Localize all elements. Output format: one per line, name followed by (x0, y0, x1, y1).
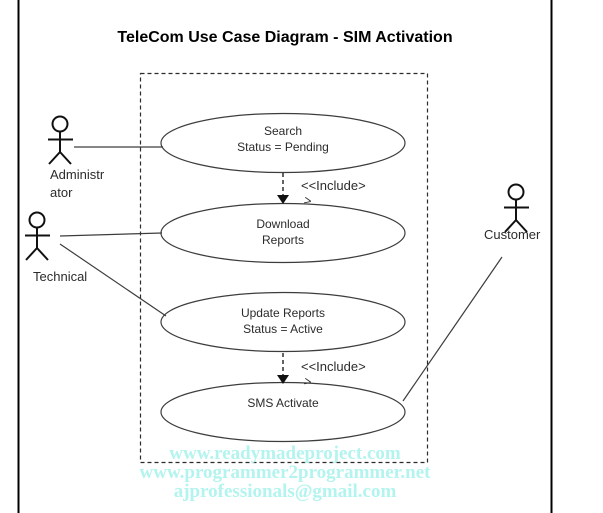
watermark-line: www.programmer2programmer.net (139, 462, 431, 483)
association-customer-sms (402, 256, 503, 402)
use-case-label-download: Download Reports (163, 216, 403, 248)
association-technical-download (59, 232, 163, 237)
actor-technical-leg-right (36, 247, 49, 261)
include-label-1: <<Include> (301, 178, 366, 193)
actor-label-line: ator (50, 185, 73, 200)
actor-label-customer: Customer (484, 226, 540, 244)
actor-administrator-leg-left (48, 151, 61, 165)
actor-label-administrator: Administr ator (50, 166, 104, 202)
actor-customer-leg-left (504, 219, 517, 233)
use-case-label-line: Search (263, 124, 303, 138)
actor-label-line: Customer (484, 227, 541, 242)
use-case-ellipse-sms (160, 381, 406, 443)
include-label-2: <<Include> (301, 359, 366, 374)
diagram-title: TeleCom Use Case Diagram - SIM Activatio… (117, 29, 453, 46)
include-arrow-update-sms (277, 353, 289, 384)
actor-customer-figure (504, 183, 529, 233)
actor-administrator-figure (48, 115, 73, 165)
use-case-ellipse-search (160, 112, 406, 174)
use-case-label-line: Status = Pending (237, 140, 329, 154)
actor-label-technical: Technical (33, 268, 87, 286)
association-technical-update (59, 243, 167, 317)
actor-customer-head (507, 183, 525, 201)
actor-label-line: Administr (50, 167, 105, 182)
use-case-label-line: Status = Active (243, 322, 323, 336)
actor-technical-head (28, 211, 46, 229)
actor-technical-leg-left (25, 247, 38, 261)
system-boundary-box (139, 72, 429, 464)
actor-administrator-head (51, 115, 69, 133)
include-arrowhead-1 (277, 195, 289, 204)
watermark-line: ajprofessionals@gmail.com (173, 481, 397, 502)
use-case-label-line: SMS Activate (247, 396, 319, 410)
use-case-label-search: Search Status = Pending (163, 123, 403, 155)
use-case-ellipse-update (160, 291, 406, 353)
use-case-label-line: Download (256, 217, 310, 231)
use-case-label-line: Update Reports (240, 306, 326, 320)
use-case-label-line: Reports (261, 233, 305, 247)
actor-technical-figure (25, 211, 50, 261)
watermark-line: www.readymadeproject.com (169, 443, 401, 464)
use-case-label-sms: SMS Activate (163, 395, 403, 411)
actor-customer-leg-right (515, 219, 528, 233)
include-arrow-search-download (277, 173, 289, 204)
actor-administrator-leg-right (59, 151, 72, 165)
actor-label-line: Technical (33, 269, 88, 284)
include-arrowhead-2 (277, 375, 289, 384)
use-case-label-update: Update Reports Status = Active (163, 305, 403, 337)
watermark-text: www.readymadeproject.com www.programmer2… (120, 444, 450, 501)
